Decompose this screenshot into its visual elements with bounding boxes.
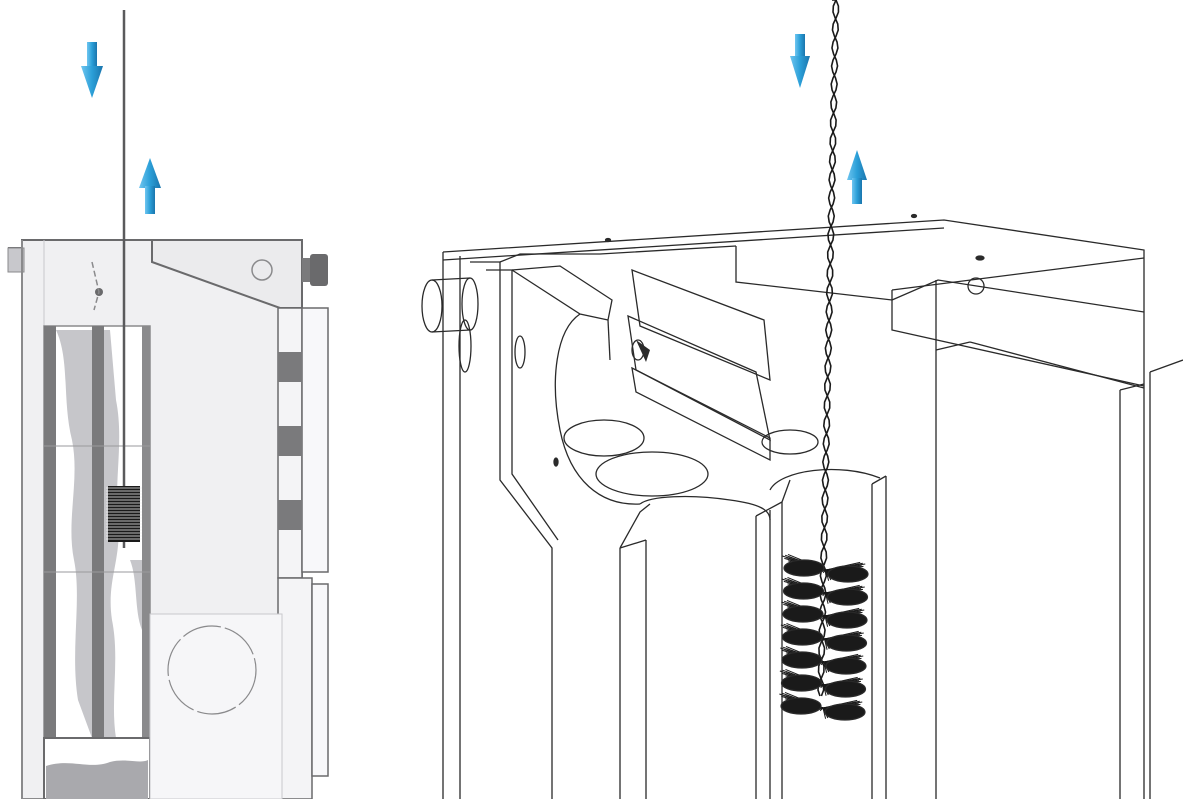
cleaning-rod-twisted: [817, 0, 840, 697]
right-wall: [935, 280, 1183, 799]
up-arrow-icon: [847, 150, 867, 204]
top-cover: [442, 213, 1145, 799]
right-panel: [421, 0, 1183, 799]
brush-icon: [779, 553, 869, 721]
side-casing: [149, 307, 329, 799]
brush-icon: [106, 486, 142, 542]
down-arrow-icon: [81, 42, 103, 98]
ash-chamber: [43, 737, 151, 799]
baffle-plates: [627, 269, 771, 462]
down-arrow-icon: [790, 34, 810, 88]
left-panel: [7, 10, 329, 799]
combustion-chamber: [470, 245, 737, 799]
up-arrow-icon: [139, 158, 161, 214]
tube-openings: [563, 419, 881, 521]
flue-tubes-3d: [619, 475, 887, 799]
door-handle: [421, 277, 526, 373]
